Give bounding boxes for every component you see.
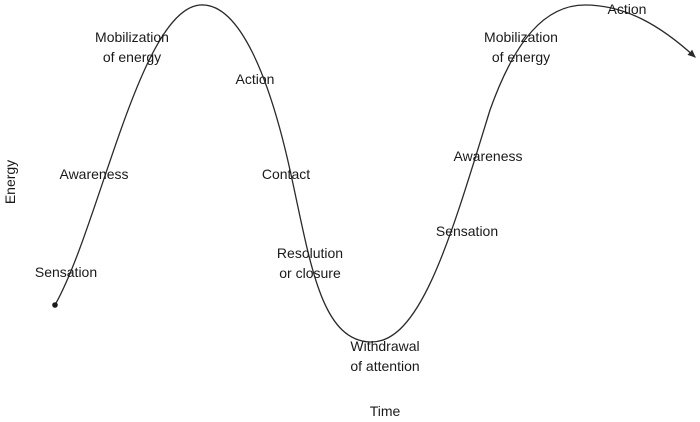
- label-action-1: Action: [236, 71, 275, 87]
- label-mobilization-2-line1: Mobilization: [484, 29, 558, 45]
- label-mobilization-1-line1: Mobilization: [95, 29, 169, 45]
- label-mobilization-2-line2: of energy: [492, 49, 550, 65]
- label-awareness-1: Awareness: [59, 166, 128, 182]
- label-withdrawal-line1: Withdrawal: [350, 338, 419, 354]
- label-resolution-line2: or closure: [279, 265, 341, 281]
- x-axis-label: Time: [370, 403, 401, 419]
- y-axis-label: Energy: [2, 160, 18, 204]
- label-sensation-1: Sensation: [35, 264, 97, 280]
- label-sensation-2: Sensation: [436, 223, 498, 239]
- start-point-dot: [52, 302, 58, 308]
- label-resolution-line1: Resolution: [277, 245, 343, 261]
- label-action-2: Action: [608, 1, 647, 17]
- label-withdrawal-line2: of attention: [350, 358, 419, 374]
- label-contact: Contact: [262, 166, 310, 182]
- label-awareness-2: Awareness: [453, 148, 522, 164]
- energy-cycle-curve: [54, 4, 696, 343]
- label-mobilization-1-line2: of energy: [103, 49, 161, 65]
